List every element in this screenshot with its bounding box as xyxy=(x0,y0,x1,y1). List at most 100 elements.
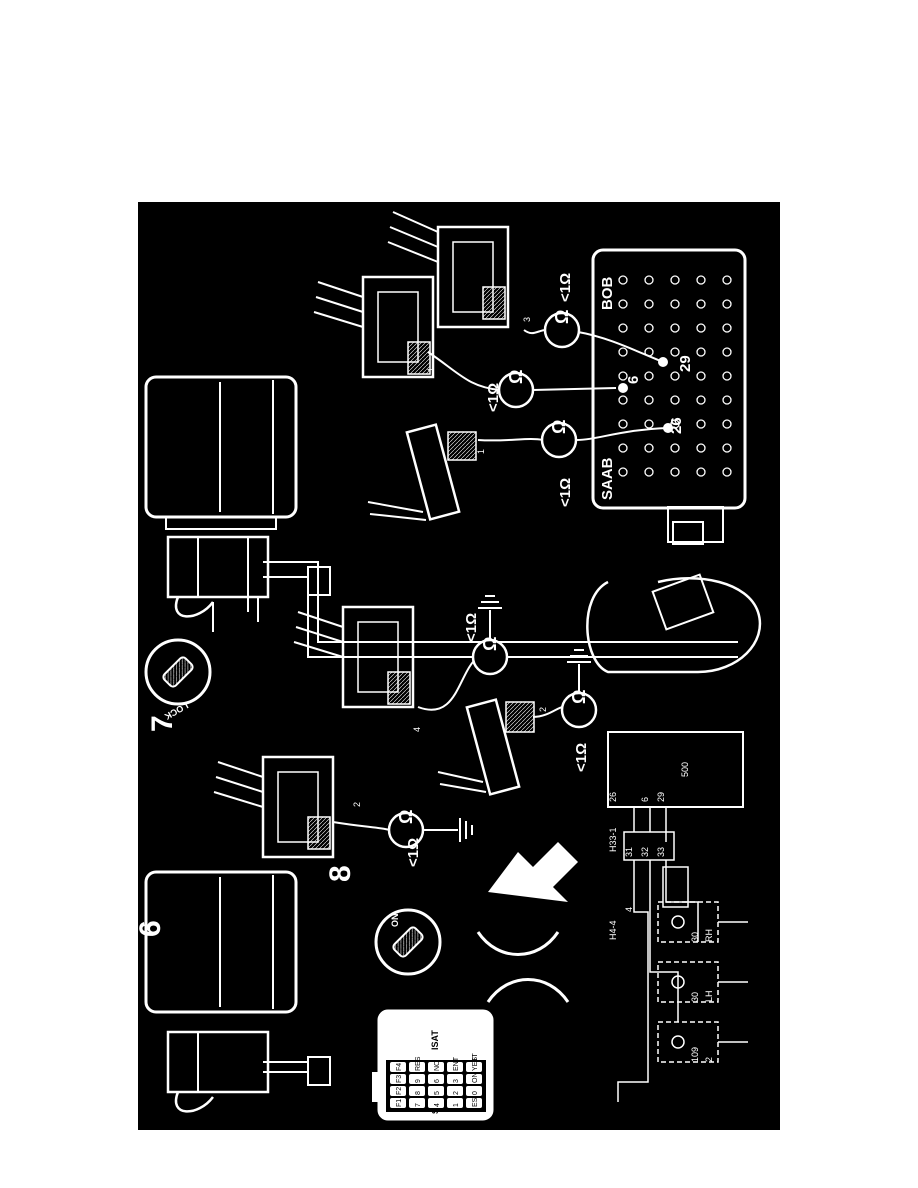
tester-key-label: 0 xyxy=(472,1091,479,1095)
reading-pin6: <1Ω xyxy=(485,383,502,412)
bob-socket xyxy=(696,347,706,357)
bob-socket xyxy=(644,443,654,453)
tester-key-label: ENT xyxy=(453,1056,460,1071)
tester-key xyxy=(466,1086,482,1096)
bob-socket xyxy=(618,467,628,477)
tester-key xyxy=(409,1086,425,1096)
tester-key-label: F1 xyxy=(396,1099,403,1107)
tester-key-label: 9 xyxy=(415,1079,422,1083)
bob-socket xyxy=(644,419,654,429)
bob-socket xyxy=(696,275,706,285)
bob-socket xyxy=(722,371,732,381)
cu-pin-29: 29 xyxy=(656,792,666,802)
switch-on-label: ON xyxy=(390,914,400,928)
bob-socket xyxy=(618,275,628,285)
diagnostic-illustration-panel: SAAB BOB 26 6 29 Ω Ω Ω <1Ω <1Ω <1Ω 1 xyxy=(138,202,780,1130)
tester-key-label: 4 xyxy=(434,1103,441,1107)
reading-lower: <1Ω xyxy=(405,838,422,867)
bob-name: BOB xyxy=(599,277,616,311)
cu-500: 500 xyxy=(680,762,690,777)
bob-active-pin xyxy=(618,383,628,393)
connector-lower: 2 Ω <1Ω xyxy=(213,755,473,867)
bob-socket xyxy=(670,395,680,405)
bob-socket xyxy=(670,323,680,333)
tester-key xyxy=(447,1074,463,1084)
tester-key-label: F4 xyxy=(396,1063,403,1071)
ohm-symbol: Ω xyxy=(552,310,572,324)
tester-key-label: YES xyxy=(472,1057,479,1071)
bob-socket xyxy=(644,299,654,309)
bob-socket xyxy=(722,467,732,477)
bob-pin-26: 26 xyxy=(668,417,685,434)
ohm-symbol: Ω xyxy=(569,690,589,704)
bob-socket xyxy=(618,299,628,309)
pin-label: 2 xyxy=(352,802,362,807)
bob-socket xyxy=(696,467,706,477)
tester-key xyxy=(466,1062,482,1072)
lamp-1-bottom: 2 xyxy=(704,1057,714,1062)
bob-socket xyxy=(722,323,732,333)
bob-pin-6: 6 xyxy=(625,376,642,384)
tester-key-label: 8 xyxy=(415,1091,422,1095)
control-unit-top xyxy=(144,375,298,530)
bob-socket xyxy=(722,299,732,309)
reading-pin26: <1Ω xyxy=(557,478,574,507)
bob-socket xyxy=(722,347,732,357)
arrow-indicator xyxy=(476,842,578,1003)
bob-socket xyxy=(696,299,706,309)
bob-socket xyxy=(696,371,706,381)
bob-socket xyxy=(644,467,654,477)
bob-socket xyxy=(644,395,654,405)
bob-socket xyxy=(670,443,680,453)
step-number-6: 6 xyxy=(138,920,167,937)
tester-key xyxy=(466,1074,482,1084)
bob-socket xyxy=(670,347,680,357)
pin-label: 4 xyxy=(412,727,422,732)
tester-key-label: NO xyxy=(434,1060,441,1071)
lamp-1-top: 109 xyxy=(690,1047,700,1062)
tester-key xyxy=(466,1098,482,1108)
ohm-symbol: Ω xyxy=(549,420,569,434)
ohm-symbol: Ω xyxy=(396,810,416,824)
tester-key xyxy=(390,1062,406,1072)
ignition-switch-on: ON xyxy=(374,908,442,976)
bob-socket xyxy=(670,371,680,381)
bob-socket xyxy=(722,275,732,285)
ignition-switch-lock: LOCK xyxy=(144,638,212,722)
ohm-symbol: Ω xyxy=(480,637,500,651)
bob-socket xyxy=(644,275,654,285)
bob-socket xyxy=(696,443,706,453)
bob-socket xyxy=(696,323,706,333)
tester-key xyxy=(428,1086,444,1096)
h4-label: H4-4 xyxy=(608,920,618,940)
tester-key-label: 7 xyxy=(415,1103,422,1107)
ohmmeters-mid: Ω Ω <1Ω <1Ω xyxy=(463,613,598,772)
connector-upper-c: 1 xyxy=(367,423,486,521)
tester-key xyxy=(447,1086,463,1096)
bob-socket xyxy=(696,395,706,405)
h33-pin-31: 31 xyxy=(624,847,634,857)
step-number-7: 7 xyxy=(146,715,179,732)
connector-upper-a: 1 xyxy=(313,275,436,379)
cu-pin-26: 26 xyxy=(608,792,618,802)
bob-socket xyxy=(644,323,654,333)
tester-key-label: ESC xyxy=(472,1093,479,1107)
tester-key-label: F3 xyxy=(396,1075,403,1083)
tester-key xyxy=(409,1074,425,1084)
pin-label: 2 xyxy=(538,707,548,712)
bob-test-leads xyxy=(427,329,669,442)
h33-pin-33: 33 xyxy=(656,847,666,857)
bob-socket xyxy=(722,395,732,405)
tester-key-label: 5 xyxy=(434,1091,441,1095)
connector-upper-b: 3 xyxy=(387,211,532,329)
bob-socket xyxy=(618,347,628,357)
step-number-8: 8 xyxy=(324,865,357,882)
h33-pin-32: 32 xyxy=(640,847,650,857)
bob-socket xyxy=(618,371,628,381)
connector-mid-b: 2 xyxy=(437,698,548,796)
bob-socket xyxy=(670,299,680,309)
tester-key xyxy=(447,1062,463,1072)
bob-pin-29: 29 xyxy=(677,355,694,372)
tester-key-label: RES xyxy=(415,1056,422,1071)
tester-key-label: 6 xyxy=(434,1079,441,1083)
